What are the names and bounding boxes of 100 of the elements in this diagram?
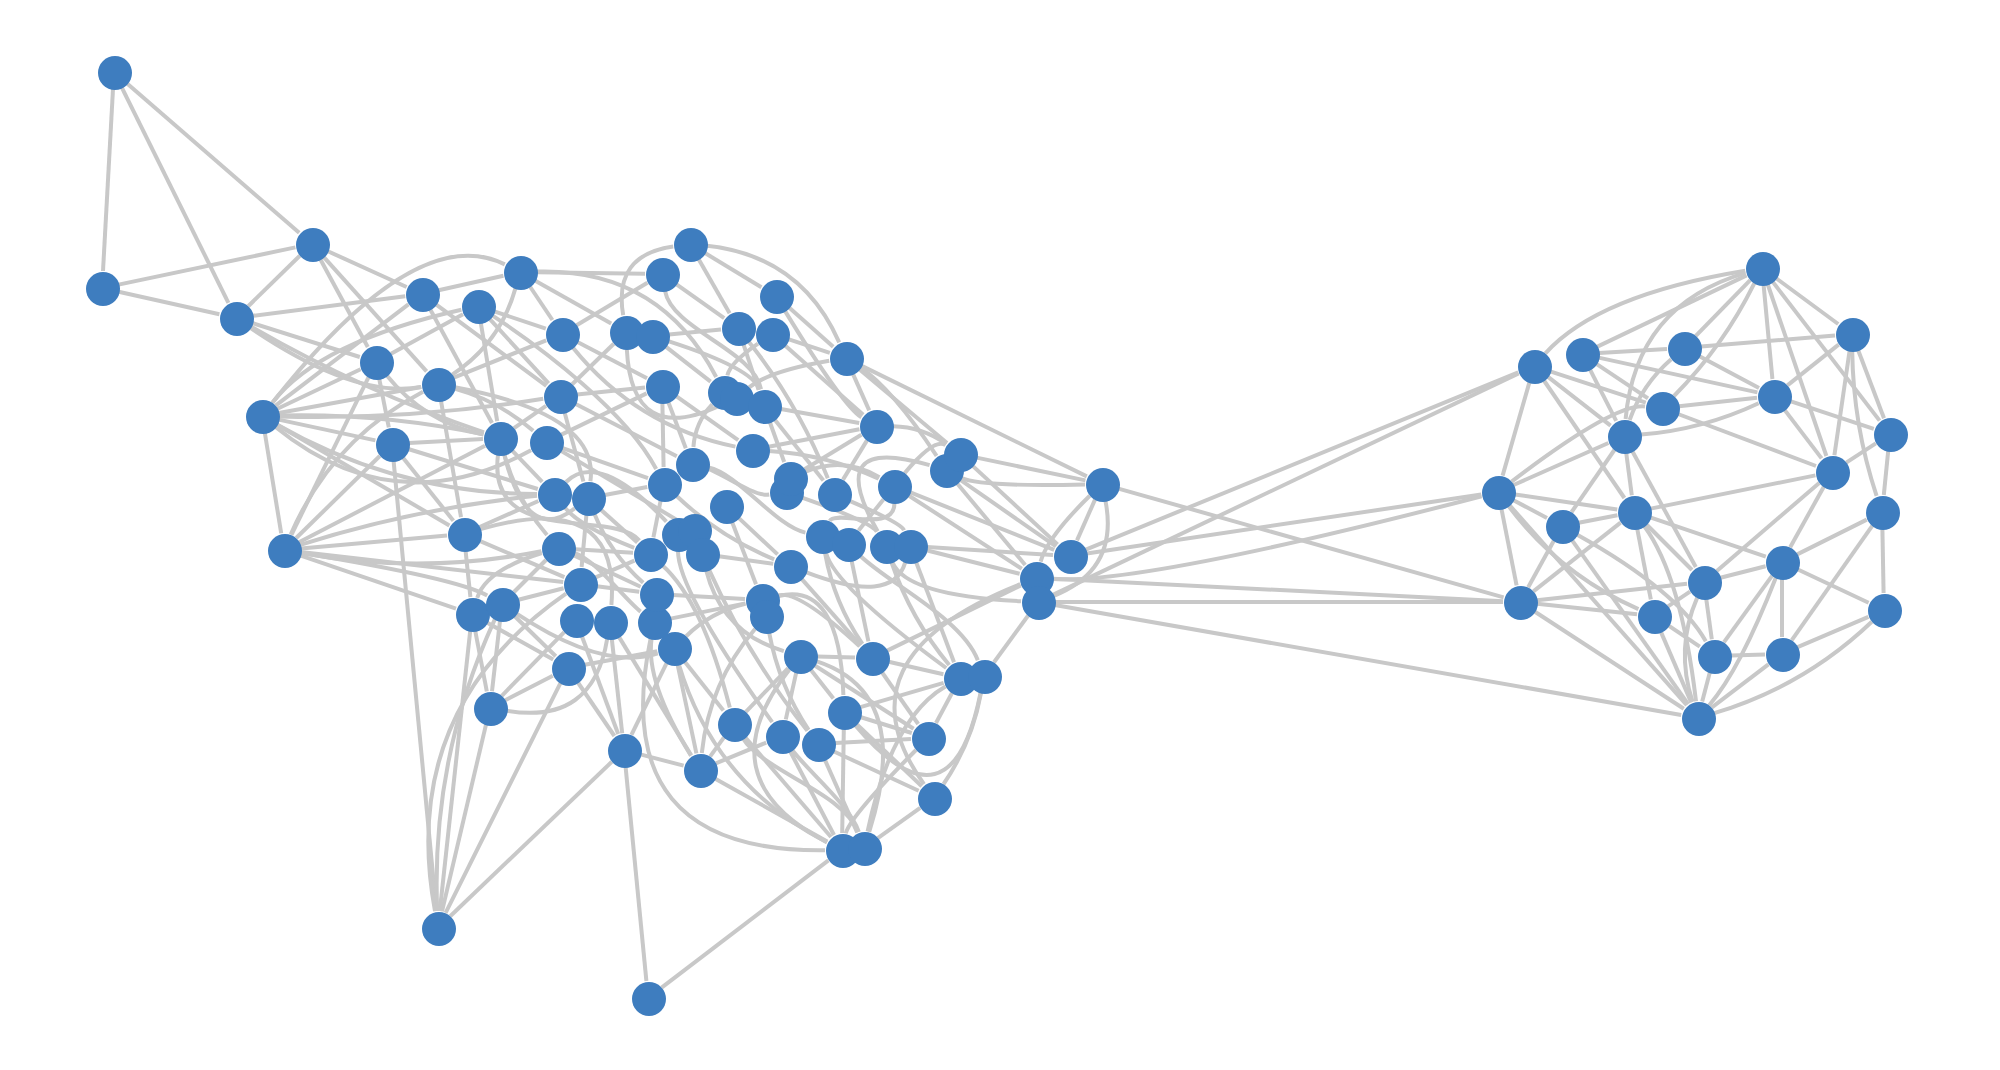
network-node	[859, 409, 893, 443]
connection-line	[809, 668, 835, 700]
network-node	[1745, 251, 1779, 285]
connection-line	[856, 455, 931, 533]
connection-line	[892, 424, 948, 446]
connection-line	[890, 560, 1022, 604]
connection-line	[660, 402, 666, 468]
connection-line	[1672, 282, 1757, 398]
network-node	[1053, 539, 1087, 573]
network-node	[765, 719, 799, 753]
connection-line	[783, 309, 863, 419]
network-node	[1873, 417, 1907, 451]
connection-line	[1117, 486, 1505, 600]
connection-line	[768, 449, 880, 481]
network-node	[563, 567, 597, 601]
network-node	[1085, 467, 1119, 501]
connection-line	[783, 343, 865, 417]
network-node	[461, 289, 495, 323]
connection-line	[576, 385, 646, 397]
connection-line	[805, 561, 908, 589]
connection-line	[747, 340, 830, 479]
connection-line	[941, 692, 983, 786]
network-node	[673, 227, 707, 261]
connection-line	[252, 294, 406, 318]
connection-line	[609, 638, 625, 734]
connection-line	[1052, 576, 1504, 604]
connection-line	[841, 439, 869, 481]
connection-line	[790, 748, 861, 833]
connection-line	[787, 337, 831, 355]
connection-line	[1667, 623, 1701, 649]
connection-line	[1761, 284, 1775, 380]
connection-line	[1698, 354, 1760, 390]
connection-line	[1845, 441, 1877, 465]
connection-line	[1765, 283, 1829, 457]
connection-line	[512, 614, 558, 658]
connection-line	[1796, 517, 1868, 557]
network-node	[631, 981, 665, 1015]
connection-line	[676, 550, 774, 724]
network-node	[893, 529, 927, 563]
connection-line	[1678, 395, 1758, 409]
connection-line	[823, 552, 865, 646]
connection-line	[768, 427, 860, 449]
connection-line	[451, 287, 518, 377]
connection-line	[664, 344, 712, 384]
network-node	[485, 587, 519, 621]
connection-line	[828, 502, 897, 523]
network-node	[1517, 349, 1551, 383]
connection-line	[490, 620, 502, 692]
connection-line	[596, 584, 640, 594]
connection-line	[816, 654, 856, 660]
connection-line	[1532, 521, 1622, 593]
connection-line	[843, 748, 918, 835]
connection-line	[860, 363, 1088, 479]
connection-line	[1730, 652, 1766, 658]
connection-line	[561, 445, 649, 481]
network-node	[783, 639, 817, 673]
connection-line	[119, 86, 231, 304]
connection-line	[407, 447, 539, 491]
connection-line	[892, 582, 1021, 786]
connection-line	[262, 432, 284, 534]
connection-line	[559, 448, 681, 524]
connection-line	[278, 385, 422, 415]
connection-line	[1700, 671, 1712, 703]
connection-line	[858, 554, 980, 662]
connection-line	[437, 630, 473, 912]
connection-line	[573, 550, 642, 614]
connection-line	[619, 244, 674, 316]
network-node	[685, 537, 719, 571]
network-node	[245, 399, 279, 433]
connection-line	[888, 659, 944, 677]
connection-line	[773, 418, 825, 482]
connection-line	[1719, 564, 1767, 580]
connection-line	[575, 281, 649, 327]
connection-line	[299, 493, 538, 547]
connection-line	[326, 249, 408, 289]
connection-line	[473, 630, 489, 692]
connection-line	[493, 309, 547, 331]
connection-line	[249, 324, 485, 435]
connection-line	[651, 500, 663, 538]
connection-line	[584, 649, 658, 667]
connection-line	[730, 521, 758, 585]
connection-line	[426, 592, 568, 912]
connection-line	[708, 736, 726, 758]
connection-line	[815, 659, 885, 833]
connection-line	[300, 549, 542, 566]
connection-line	[725, 341, 760, 376]
network-node	[537, 477, 571, 511]
connection-line	[1086, 492, 1482, 556]
connection-line	[1650, 473, 1816, 511]
network-node	[719, 381, 753, 415]
connection-line	[434, 302, 548, 388]
connection-line	[289, 376, 371, 536]
connection-line	[478, 538, 566, 580]
connection-line	[1543, 268, 1746, 355]
connection-line	[666, 401, 688, 449]
connection-line	[1536, 581, 1688, 603]
network-node	[801, 727, 835, 761]
connection-line	[294, 454, 382, 540]
connection-line	[880, 670, 920, 726]
connection-line	[767, 421, 787, 463]
